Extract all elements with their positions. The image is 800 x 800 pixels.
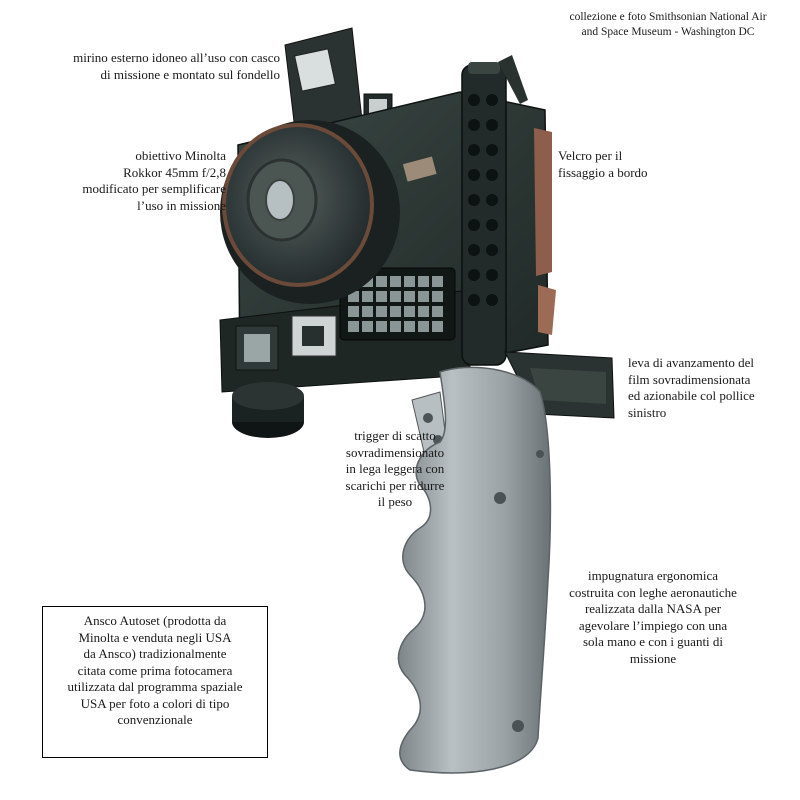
- caption-box: Ansco Autoset (prodotta da Minolta e ven…: [42, 606, 268, 758]
- photo-credit: collezione e foto Smithsonian National A…: [569, 11, 767, 38]
- camera-lens: [220, 120, 400, 304]
- ergonomic-grip: [397, 366, 552, 774]
- annotation-lens: obiettivo Minolta Rokkor 45mm f/2,8 modi…: [82, 148, 226, 213]
- side-rail: [461, 55, 528, 366]
- annotation-advance-lever: leva di avanzamento del film sovradimens…: [628, 355, 755, 420]
- annotation-viewfinder: mirino esterno idoneo all’uso con casco …: [73, 50, 280, 82]
- external-viewfinder: [284, 27, 393, 131]
- annotation-velcro: Velcro per il fissaggio a bordo: [558, 148, 648, 180]
- annotation-trigger: trigger di scatto sovradimensionato in l…: [345, 428, 445, 509]
- focus-knob: [232, 382, 304, 438]
- velcro-strip: [534, 128, 556, 335]
- annotation-grip: impugnatura ergonomica costruita con leg…: [569, 568, 737, 666]
